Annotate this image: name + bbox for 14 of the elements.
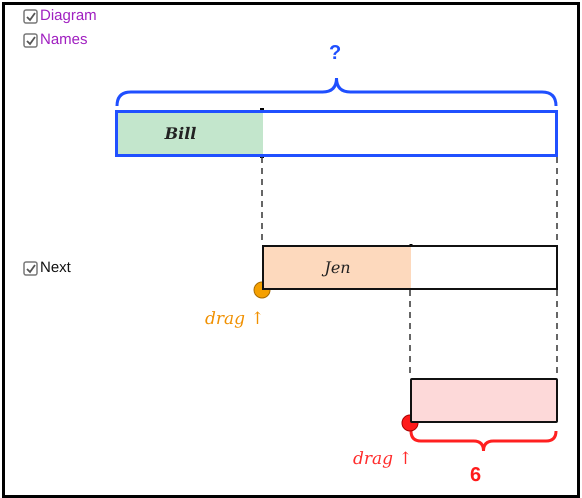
drag-hint: drag ↑ [353,449,413,469]
brace-label: ? [329,42,342,65]
segment-name: Bill [164,124,196,143]
brace-label: 6 [470,464,482,487]
segment-name: Jen [324,258,351,277]
drag-hint: drag ↑ [205,309,265,329]
tape-segment [411,245,558,290]
tape-bar [410,378,558,423]
tape-segment [262,245,411,290]
checkbox-label: Next [40,259,71,276]
checkbox-label: Names [40,31,88,48]
tape-segment [263,110,558,157]
checkbox-label: Diagram [40,7,97,24]
tape-segment [115,110,263,157]
